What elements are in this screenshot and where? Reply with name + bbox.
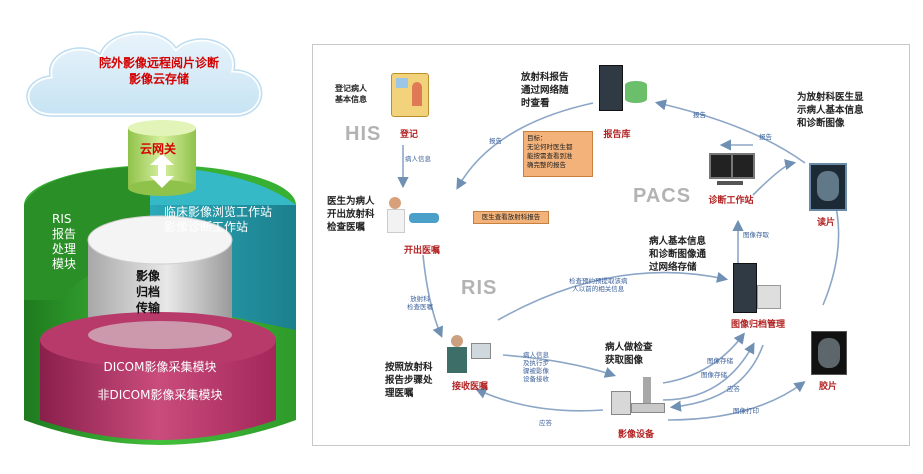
ris-module-face bbox=[24, 166, 150, 300]
order-node-label: 开出医嘱 bbox=[403, 246, 440, 256]
archive-node-label: 图像归档管理 bbox=[730, 320, 785, 330]
goal-note: 目标： 无论何时医生都 能按需查看到准 确完整的报告 bbox=[523, 131, 593, 177]
pacs-label: PACS bbox=[633, 185, 692, 207]
dicom-module-label: DICOM影像采集模块 bbox=[103, 360, 217, 374]
arrow-label-report: 报告 bbox=[489, 137, 502, 145]
process-order-description: 按照放射科 报告步骤处 理医嘱 bbox=[385, 362, 433, 399]
arrow-label-image-store: 图像存储 bbox=[707, 357, 733, 365]
workstation-icon bbox=[709, 153, 755, 189]
film-node-label: 胶片 bbox=[818, 382, 837, 392]
arrow-label-report-3: 报告 bbox=[759, 133, 772, 141]
arrow-read-report bbox=[654, 99, 806, 164]
arrow-label-response: 应答 bbox=[539, 419, 552, 427]
database-icon bbox=[625, 81, 647, 103]
read-node-label: 读片 bbox=[816, 218, 835, 228]
register-node-label: 登记 bbox=[399, 130, 418, 140]
exam-description: 病人做检查 获取图像 bbox=[605, 342, 653, 366]
report-db-node-label: 报告库 bbox=[603, 130, 631, 140]
arrow-device-receive bbox=[475, 388, 604, 412]
archive-label: 影像 归档 传输 bbox=[135, 269, 160, 315]
workflow-arrows bbox=[397, 99, 841, 421]
arrow-label-image-store-2: 图像存储 bbox=[701, 371, 727, 379]
his-label: HIS bbox=[345, 123, 382, 145]
ris-module-label: RIS 报告 处理 模块 bbox=[52, 212, 77, 271]
arrow-receive-archive bbox=[497, 271, 729, 321]
order-description: 医生为病人 开出放射科 检查医嘱 bbox=[327, 196, 375, 233]
system-architecture-diagram bbox=[24, 29, 296, 445]
cloud-storage-label: 院外影像远程阅片诊断 影像云存储 bbox=[98, 56, 219, 86]
diag-ws-node-label: 诊断工作站 bbox=[708, 196, 754, 206]
arrow-ws-read bbox=[752, 159, 797, 196]
radiologist-description: 为放射科医生显 示病人基本信息 和诊断图像 bbox=[797, 92, 864, 129]
arrow-label-prefetch: 检查预约预提取该病 人以前的相关信息 bbox=[569, 277, 628, 293]
register-desk-icon bbox=[391, 73, 429, 117]
arrow-label-patient-info: 病人信息 bbox=[405, 155, 431, 163]
arrow-label-image-print: 图像打印 bbox=[733, 407, 759, 415]
arrow-label-response-2: 应答 bbox=[727, 385, 740, 393]
arrow-device-archive bbox=[662, 332, 745, 384]
workstation-label: 临床影像浏览工作站 影像诊断工作站 bbox=[164, 205, 273, 234]
technician-icon bbox=[443, 333, 493, 379]
xray-lightbox-icon bbox=[809, 163, 847, 211]
arrow-receive-device bbox=[502, 354, 617, 378]
doctor-patient-icon bbox=[385, 193, 445, 235]
receive-node-label: 接收医嘱 bbox=[451, 382, 488, 392]
doctor-view-note: 医生查看放射科报告 bbox=[473, 211, 549, 224]
arrow-report-order bbox=[456, 102, 594, 190]
report-network-description: 放射科报告 通过网络随 时查看 bbox=[521, 72, 569, 109]
arrow-order-receive bbox=[422, 254, 443, 338]
workflow-diagram-panel: HIS RIS PACS 登记 开出医嘱 接收医嘱 影像设备 图像归 bbox=[312, 44, 910, 446]
arrow-label-image-access: 图像存取 bbox=[743, 231, 769, 239]
arrow-label-report-2: 报告 bbox=[693, 111, 706, 119]
device-node-label: 影像设备 bbox=[617, 430, 654, 440]
register-description: 登记病人 基本信息 bbox=[335, 84, 367, 104]
arrow-device-film bbox=[667, 381, 806, 421]
archive-server-icon bbox=[733, 263, 781, 313]
non-dicom-module-label: 非DICOM影像采集模块 bbox=[97, 388, 223, 402]
film-icon bbox=[811, 331, 847, 375]
acquisition-module-base bbox=[40, 312, 276, 440]
arrow-archive-device bbox=[669, 344, 764, 412]
imaging-device-icon bbox=[609, 375, 665, 421]
bidirectional-arrow-icon bbox=[150, 154, 174, 188]
cloud-icon bbox=[24, 29, 265, 119]
gateway-label: 云网关 bbox=[140, 142, 177, 156]
storage-description: 病人基本信息 和诊断图像通 过网络存储 bbox=[649, 236, 707, 273]
arrow-label-steps: 病人信息 及执行步 骤被影像 设备接收 bbox=[523, 351, 549, 383]
arrow-label-radiology-order: 放射科 检查医嘱 bbox=[407, 295, 433, 311]
arrow-device-archive-2 bbox=[662, 342, 755, 401]
arrow-archive-read bbox=[822, 191, 841, 306]
report-server-icon bbox=[599, 65, 623, 111]
ris-label: RIS bbox=[461, 277, 498, 299]
